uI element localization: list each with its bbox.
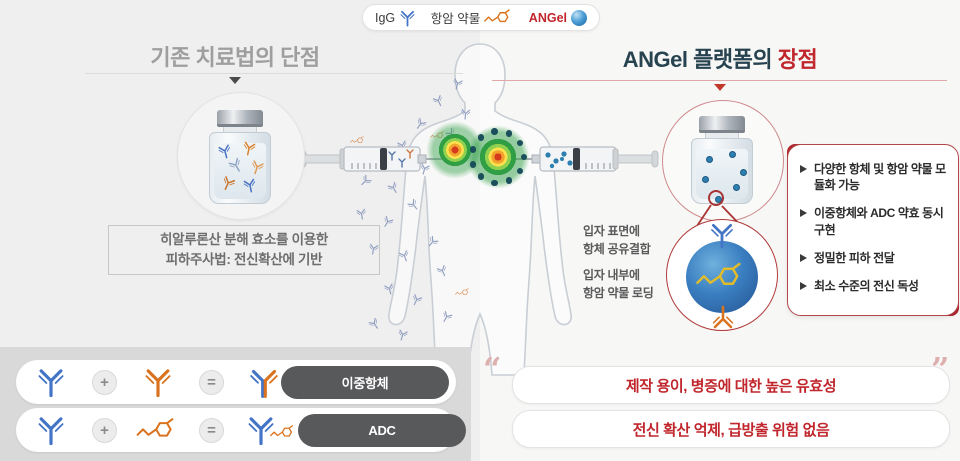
right-title-highlight: 장점 (777, 47, 818, 72)
equation-row-adc: + = ADC (16, 408, 466, 452)
adc-pill: ADC (298, 413, 466, 447)
bispecific-pill: 이중항체 (281, 365, 449, 399)
drug-molecule-icon (484, 9, 514, 26)
quote-open: “ (483, 350, 502, 388)
plus-icon: + (92, 369, 117, 395)
antibody-icon-orange (143, 366, 173, 398)
particle-dot (491, 128, 498, 135)
particle-dot (477, 134, 485, 141)
left-section-title: 기존 치료법의 단점 (150, 45, 320, 70)
benefit-item: 다양한 항체 및 항암 약물 모듈화 가능 (800, 161, 950, 193)
caption-line-2: 피하주사법: 전신확산에 기반 (165, 252, 323, 267)
antibody-icon (36, 366, 66, 398)
legend-drug-label: 항암 약물 (430, 12, 481, 26)
angel-particle-icon (571, 9, 587, 26)
left-down-arrow-icon (229, 77, 241, 84)
drug-molecule-icon (135, 418, 181, 442)
equals-icon: = (199, 369, 224, 395)
equals-icon: = (199, 417, 224, 443)
legend: IgG 항암 약물 ANGel (362, 4, 600, 31)
right-section-title: ANGel 플랫폼의 장점 (570, 42, 870, 74)
particle-dot (469, 161, 477, 168)
left-divider (85, 73, 463, 74)
vial-cap (217, 110, 263, 127)
red-down-arrow-icon (714, 84, 726, 91)
plus-icon: + (92, 417, 117, 443)
legend-angel-label: ANGel (528, 10, 567, 25)
antibody-icon (242, 177, 259, 195)
legend-igg-group: IgG (375, 9, 416, 27)
nanoparticle-dot (740, 169, 747, 176)
banner-safety: 전신 확산 억제, 급방출 위험 없음 (512, 410, 950, 448)
bispecific-antibody-icon (248, 365, 280, 399)
igg-antibody-icon (399, 9, 416, 27)
zoom-callout-circle (708, 190, 724, 206)
vial-neck (223, 127, 257, 132)
equation-row-bispecific: + = 이중항체 (16, 360, 456, 404)
loaded-drug-molecule-icon (696, 262, 748, 292)
benefit-item: 이중항체와 ADC 약효 동시 구현 (800, 205, 950, 237)
nanoparticle-dot (702, 176, 709, 183)
vial-body (691, 138, 753, 204)
particle-surface-label: 입자 표면에 항체 공유결합 (583, 224, 651, 256)
left-caption-box: 히알루론산 분해 효소를 이용한 피하주사법: 전신확산에 기반 (108, 225, 380, 275)
banner-efficacy: 제작 용이, 병증에 대한 높은 유효성 (512, 366, 950, 404)
legend-drug-group: 항암 약물 (431, 8, 514, 27)
vial-neck (705, 133, 739, 138)
particle-dot (491, 179, 498, 187)
syringe-left-icon (299, 146, 446, 172)
adc-icon (246, 413, 298, 447)
nanoparticle-dot (733, 184, 740, 191)
nanoparticle-dot (706, 156, 713, 163)
antibody-icon (36, 414, 66, 446)
benefit-item: 최소 수준의 전신 독성 (800, 278, 950, 294)
nanoparticle-sphere (686, 241, 758, 313)
benefit-item: 정밀한 피하 전달 (800, 250, 950, 266)
right-divider (492, 80, 947, 81)
vial-cap (699, 116, 745, 133)
right-title-prefix: ANGel 플랫폼의 (622, 47, 773, 72)
syringe-right-icon (512, 146, 659, 172)
surface-antibody-icon-bottom (711, 305, 735, 331)
particle-dot (505, 130, 513, 137)
legend-igg-label: IgG (375, 10, 396, 25)
particle-dot (505, 177, 513, 184)
particle-inner-label: 입자 내부에 항암 약물 로딩 (583, 268, 654, 300)
legend-angel-group: ANGel (528, 9, 587, 26)
caption-line-1: 히알루론산 분해 효소를 이용한 (160, 232, 328, 248)
nanoparticle-dot (729, 151, 736, 158)
surface-antibody-icon-top (709, 221, 735, 249)
